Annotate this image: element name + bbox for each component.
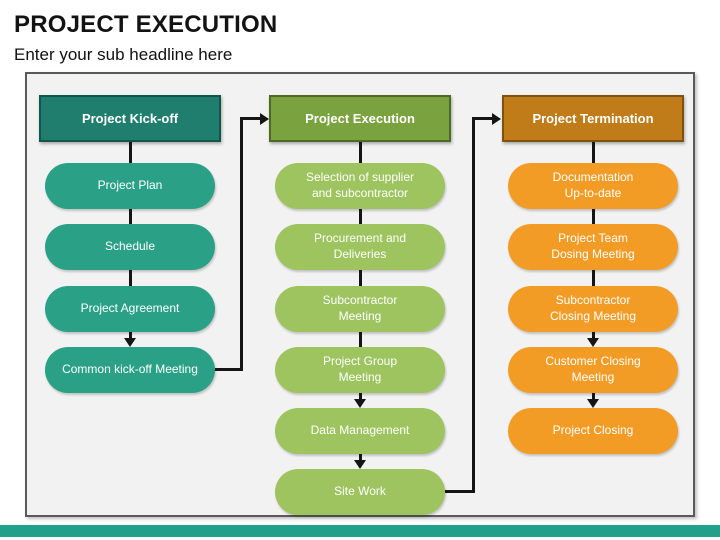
connector-line [128,332,132,339]
step-project-team-dosing-meeting: Project Team Dosing Meeting [508,224,678,270]
arrow-down-icon [354,399,366,408]
connector-line [215,368,243,371]
connector-line [591,270,595,286]
header-project-execution: Project Execution [269,95,451,142]
connector-line [591,393,595,400]
connector-line [240,117,261,120]
connector-line [240,117,243,371]
connector-line [358,454,362,461]
connector-line [472,117,475,493]
step-subcontractor-meeting: Subcontractor Meeting [275,286,445,332]
step-subcontractor-closing-meeting: Subcontractor Closing Meeting [508,286,678,332]
arrow-right-icon [260,112,269,125]
step-project-group-meeting: Project Group Meeting [275,347,445,393]
arrow-right-icon [492,112,501,125]
bottom-accent-bar [0,525,720,537]
connector-line [358,270,362,286]
step-common-kickoff-meeting: Common kick-off Meeting [45,347,215,393]
diagram-panel: Project Kick-off Project Execution Proje… [25,72,695,517]
arrow-down-icon [587,399,599,408]
connector-line [128,270,132,286]
connector-line [445,490,475,493]
connector-line [358,393,362,400]
page-title: PROJECT EXECUTION [14,11,278,38]
arrow-down-icon [354,460,366,469]
step-project-plan: Project Plan [45,163,215,209]
connector-line [358,209,362,224]
header-project-kickoff: Project Kick-off [39,95,221,142]
connector-line [128,142,132,163]
step-schedule: Schedule [45,224,215,270]
connector-line [591,142,595,163]
connector-line [472,117,493,120]
arrow-down-icon [587,338,599,347]
connector-line [591,209,595,224]
step-project-closing: Project Closing [508,408,678,454]
header-project-termination: Project Termination [502,95,684,142]
step-site-work: Site Work [275,469,445,515]
connector-line [128,209,132,224]
arrow-down-icon [124,338,136,347]
page-subtitle: Enter your sub headline here [14,45,233,64]
connector-line [358,332,362,347]
step-project-agreement: Project Agreement [45,286,215,332]
step-selection-of-supplier: Selection of supplier and subcontractor [275,163,445,209]
connector-line [358,142,362,163]
step-procurement-deliveries: Procurement and Deliveries [275,224,445,270]
step-documentation-up-to-date: Documentation Up-to-date [508,163,678,209]
step-customer-closing-meeting: Customer Closing Meeting [508,347,678,393]
step-data-management: Data Management [275,408,445,454]
connector-line [591,332,595,339]
